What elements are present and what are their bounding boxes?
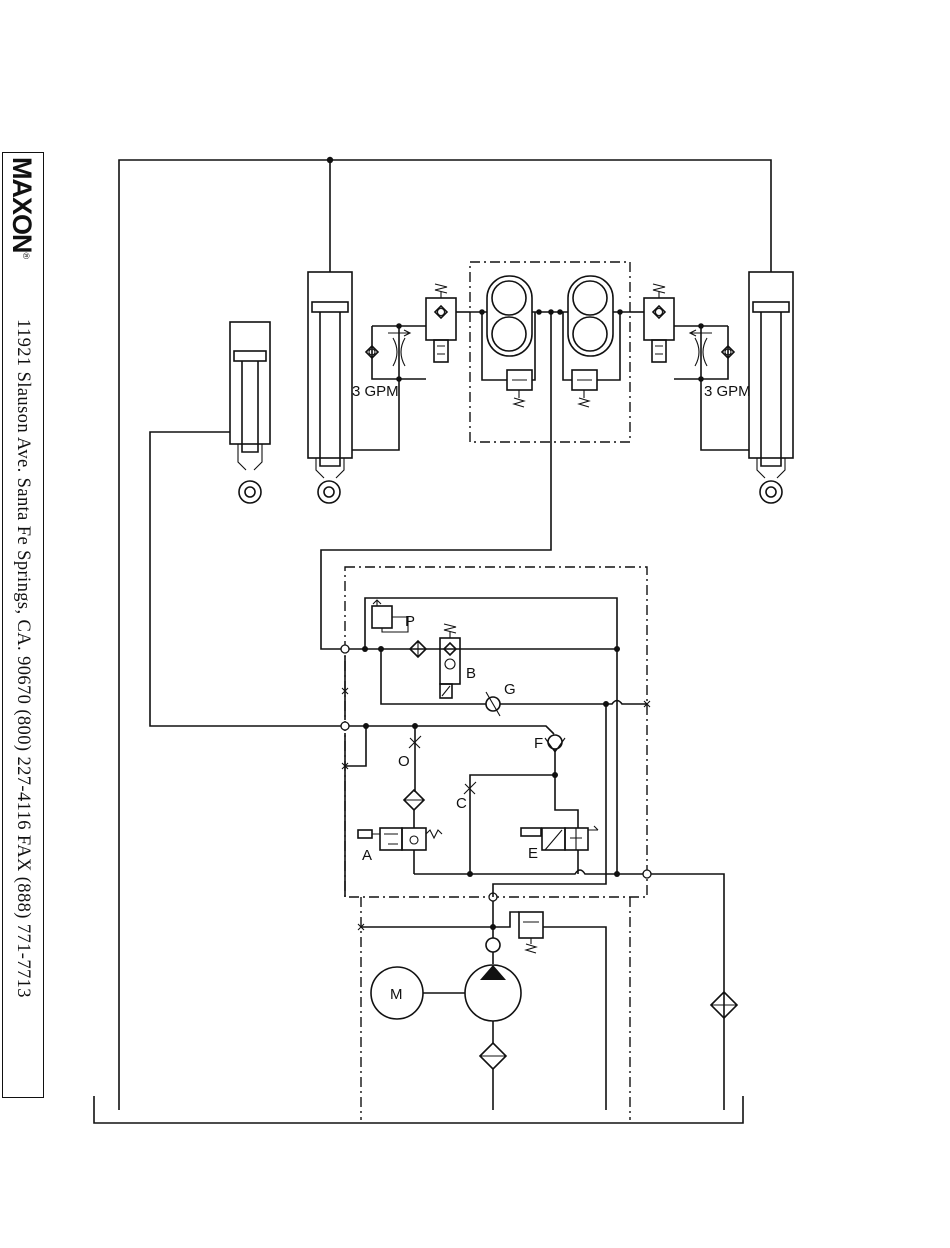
label-O: O xyxy=(398,753,410,770)
left-flow-control: 3 GPM xyxy=(352,323,426,400)
left-check-valve xyxy=(426,284,470,362)
valve-manifold: P B G F xyxy=(341,567,724,1110)
small-cylinder xyxy=(150,322,345,726)
lowering-valve-block xyxy=(321,262,630,649)
right-main-cylinder xyxy=(749,272,793,503)
label-B: B xyxy=(466,665,476,682)
label-F: F xyxy=(534,735,543,752)
label-P: P xyxy=(405,613,415,630)
right-flow-control: 3 GPM xyxy=(674,323,751,450)
label-A: A xyxy=(362,847,372,864)
label-M: M xyxy=(390,986,403,1003)
flow-label-right: 3 GPM xyxy=(704,383,751,400)
flow-label-left: 3 GPM xyxy=(352,383,399,400)
label-G: G xyxy=(504,681,516,698)
label-E: E xyxy=(528,845,538,862)
reservoir-tank xyxy=(94,1096,743,1123)
right-check-valve xyxy=(630,284,674,362)
label-C: C xyxy=(456,795,467,812)
pump-unit: M xyxy=(358,880,630,1120)
